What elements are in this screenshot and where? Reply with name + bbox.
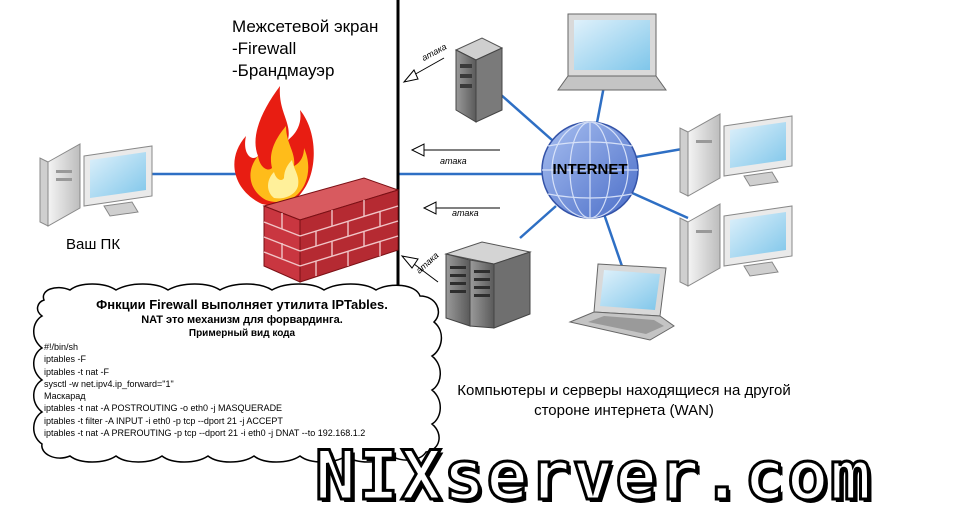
code-block: #!/bin/sh iptables -F iptables -t nat -F…: [36, 341, 448, 439]
attack-arrow-1: [402, 57, 445, 83]
firewall-title-line-1: Межсетевой экран: [232, 17, 379, 36]
network-links: [152, 85, 689, 273]
attack-arrows: [400, 57, 500, 283]
code-line: #!/bin/sh: [44, 342, 79, 352]
code-line: iptables -t nat -A PREROUTING -p tcp --d…: [44, 428, 366, 439]
firewall-title-line-2: -Firewall: [232, 39, 297, 58]
iptables-note-line-3: Примерный вид кода: [188, 328, 296, 339]
attack-label-3: атака: [452, 208, 479, 218]
firewall-title: Межсетевой экран -Firewall -Брандмауэр: [232, 16, 378, 82]
text-cloud-shape: [33, 283, 443, 463]
attack-arrow-3: [422, 201, 500, 215]
code-line: sysctl -w net.ipv4.ip_forward="1": [44, 378, 174, 389]
server-rack-icon: [444, 241, 532, 329]
iptables-note: Фнкции Firewall выполняет утилита IPTabl…: [36, 296, 448, 439]
desktop-computer-icon-2: [679, 203, 793, 287]
attack-label-2: атака: [440, 156, 467, 166]
brick-wall-icon: [262, 177, 400, 283]
watermark-logo: NIXserver.com: [313, 437, 874, 516]
iptables-note-line-2: NAT это механизм для форвардинга.: [141, 314, 343, 326]
your-pc-computer-icon: [39, 143, 153, 227]
globe-icon: [541, 121, 639, 219]
laptop-icon: [557, 13, 667, 91]
attack-arrow-2: [410, 143, 500, 157]
fire-icon: [234, 86, 314, 206]
firewall-title-line-3: -Брандмауэр: [232, 61, 335, 80]
code-line: iptables -F: [44, 354, 87, 365]
code-line: Маскарад: [44, 391, 86, 402]
laptop-icon-2: [568, 263, 675, 341]
wan-note: Компьютеры и серверы находящиеся на друг…: [457, 382, 791, 419]
your-pc-label: Ваш ПК: [66, 236, 121, 253]
iptables-note-line-1: Фнкции Firewall выполняет утилита IPTabl…: [96, 297, 388, 312]
server-icon: [454, 37, 504, 123]
desktop-computer-icon: [679, 113, 793, 197]
code-line: iptables -t filter -A INPUT -i eth0 -p t…: [44, 415, 283, 426]
internet-label: INTERNET: [552, 161, 628, 178]
code-line: iptables -t nat -A POSTROUTING -o eth0 -…: [44, 403, 283, 414]
code-line: iptables -t nat -F: [44, 366, 110, 377]
attack-arrow-4: [400, 255, 439, 283]
